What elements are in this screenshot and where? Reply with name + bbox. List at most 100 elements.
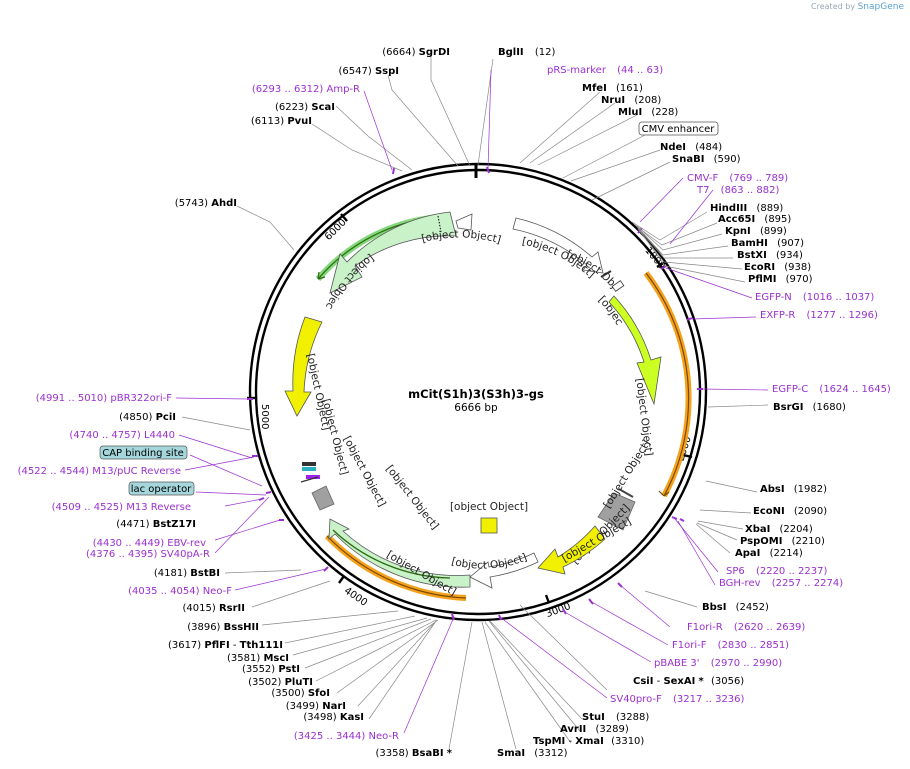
site-pflfi: (3617) PflFI - Tth111I (168, 640, 283, 651)
ori-feature (284, 316, 323, 417)
site-xbai: XbaI (2204) (745, 524, 813, 535)
primer-egfp-n: EGFP-N (1016 .. 1037) (755, 292, 874, 303)
site-snabi: SnaBI (590) (672, 154, 741, 165)
primer-sp6: SP6 (2220 .. 2237) (726, 566, 827, 577)
primer-m13-puc-reverse: (4522 .. 4544) M13/pUC Reverse (18, 466, 181, 477)
site-smai: SmaI (3312) (497, 748, 568, 759)
primer-bgh-rev: BGH-rev (2257 .. 2274) (719, 578, 843, 589)
primer-sv40pro-f: SV40pro-F (3217 .. 3236) (610, 694, 745, 705)
site-stui: StuI (3288) (582, 712, 649, 723)
primer-f1ori-f: F1ori-F (2830 .. 2851) (672, 640, 789, 651)
site-msci: (3581) MscI (227, 653, 289, 664)
site-kasi: (3498) KasI (303, 712, 364, 723)
primer-m13-reverse: (4509 .. 4525) M13 Reverse (52, 502, 191, 513)
site-bbsi: BbsI (2452) (702, 602, 769, 613)
sv40-ori-label: [object Object] (450, 501, 528, 513)
site-bsabi: (3358) BsaBI * (375, 748, 452, 759)
site-pflmi: PflMI (970) (748, 274, 813, 285)
site-acc65i: Acc65I (895) (718, 214, 791, 225)
cap-site-mark (302, 467, 316, 471)
site-pvui: (6113) PvuI (251, 116, 312, 127)
site-hindiii: HindIII (889) (710, 203, 783, 214)
primer-f1ori-r: F1ori-R (2620 .. 2639) (687, 622, 805, 633)
bgh-polya-feature (597, 492, 636, 531)
sv40-polya-feature (311, 485, 335, 511)
site-bstxi: BstXI (934) (737, 250, 803, 261)
site-csii-sexai: CsiI - SexAI * (3056) (633, 676, 744, 687)
6xhis-feature (611, 280, 625, 292)
site-nrui: NruI (208) (601, 95, 661, 106)
site-kpni: KpnI (899) (725, 226, 787, 237)
site-rsrii: (4015) RsrII (183, 603, 245, 614)
lac-operator-mark (302, 462, 316, 466)
primer-cmv-f: CMV-F (769 .. 789) (687, 173, 788, 184)
neor-orf-arc-line (326, 535, 467, 599)
t7-mark (600, 270, 612, 278)
6xhis-label: [object Object] (0, 0, 625, 328)
tick-label-3000: 3000 (545, 601, 573, 620)
cmv-enhancer-box (638, 121, 719, 136)
f1-ori-feature (537, 525, 606, 575)
site-psti: (3552) PstI (242, 664, 300, 675)
lac-operator-label: lac operator (131, 484, 192, 495)
primer-neo-r: (3425 .. 3444) Neo-R (294, 731, 399, 742)
primer-pbabe-3: pBABE 3' (2970 .. 2990) (654, 658, 782, 669)
sv40-promoter-feature (469, 552, 539, 589)
site-mfei: MfeI (161) (582, 83, 643, 94)
sv40-ori-feature (480, 517, 498, 534)
site-mlui: MluI (228) (618, 107, 678, 118)
lac-operator-box (128, 481, 195, 496)
m13-rev-mark (306, 475, 320, 479)
primer-pbr322ori-f: (4991 .. 5010) pBR322ori-F (36, 393, 172, 404)
neor-inner-line (332, 529, 451, 579)
ampr-feature (329, 211, 457, 294)
site-tspmi-xmai: TspMI - XmaI (3310) (533, 736, 644, 747)
cap-binding-site-box (99, 445, 188, 460)
cmv-enhancer-label: CMV enhancer (642, 124, 716, 135)
primer-l4440: (4740 .. 4757) L4440 (69, 430, 175, 441)
ampr-label: [object Object] (0, 0, 376, 311)
tick-label-5000: 5000 (259, 404, 270, 429)
ampr-orf-arrowhead (317, 271, 326, 280)
site-sfoi: (3500) SfoI (271, 688, 330, 699)
site-nari: (3499) NarI (286, 701, 346, 712)
site-scai: (6223) ScaI (275, 102, 335, 113)
primer-ebv-rev: (4430 .. 4449) EBV-rev (93, 538, 206, 549)
site-bstbi: (4181) BstBI (154, 568, 220, 579)
sv40-polya-label: [object Object] (383, 463, 441, 532)
ampr-promoter-feature (455, 213, 473, 231)
site-pspomi: PspOMI (2210) (740, 536, 825, 547)
site-absi: AbsI (1982) (760, 484, 827, 495)
primer-egfp-c: EGFP-C (1624 .. 1645) (772, 384, 891, 395)
f1-ori-label: [object Object] (560, 515, 634, 564)
citrine-orf-arc-line (645, 272, 690, 497)
site-bsshii: (3896) BssHII (187, 622, 259, 633)
site-bamhi: BamHI (907) (731, 238, 804, 249)
site-avrii: AvrII (3289) (560, 724, 629, 735)
site-econi: EcoNI (2090) (753, 506, 827, 517)
site-sspi: (6547) SspI (339, 66, 400, 77)
snapgene-logo: SnapGene (857, 2, 904, 12)
site-bglii: BglII (12) (498, 47, 555, 58)
primer-t7: T7 (863 .. 882) (696, 185, 779, 196)
lac-promoter-mark (300, 476, 319, 483)
primer-amp-r: (6293 .. 6312) Amp-R (252, 84, 360, 95)
site-bstz17i: (4471) BstZ17I (116, 519, 196, 530)
primer-neo-f: (4035 .. 4054) Neo-F (128, 586, 232, 597)
site-apai: ApaI (2214) (735, 548, 803, 559)
cmv-promoter-feature (512, 217, 604, 274)
site-ahdi: (5743) AhdI (175, 198, 237, 209)
citrine-orf-arrowhead (658, 490, 670, 497)
sp6-promoter-mark (618, 488, 634, 498)
primer-leader-lines (175, 69, 769, 734)
citrine-feature (608, 295, 662, 406)
neor-kanr-feature (328, 518, 471, 588)
site-ecori: EcoRI (938) (744, 262, 811, 273)
cap-binding-site-label: CAP binding site (102, 448, 184, 459)
leader-lines (181, 55, 769, 750)
snapgene-credit: Created by SnapGene (811, 2, 904, 12)
site-pcii: (4850) PciI (119, 412, 176, 423)
primer-prs-marker: pRS-marker (44 .. 63) (547, 65, 663, 76)
plasmid-length: 6666 bp (454, 402, 498, 414)
